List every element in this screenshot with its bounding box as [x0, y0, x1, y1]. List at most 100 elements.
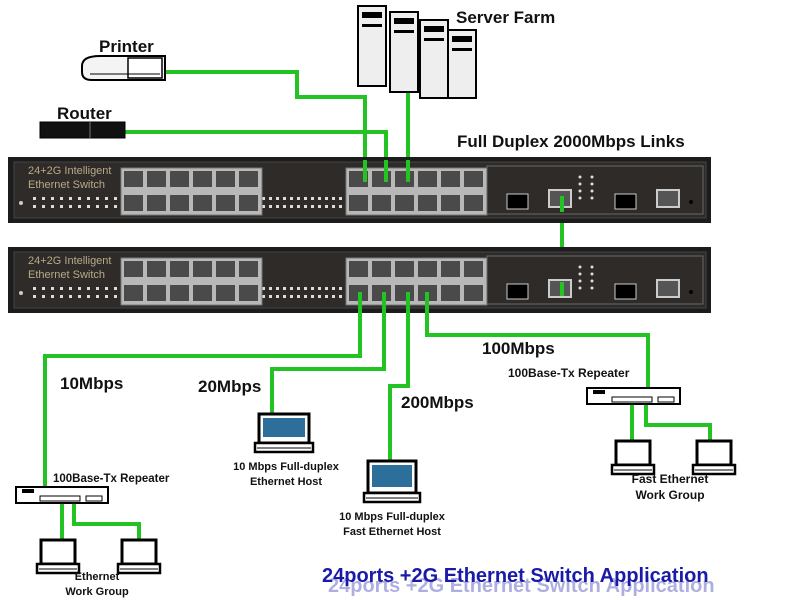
giga-port-area [486, 255, 704, 305]
ethernet-port[interactable] [395, 285, 414, 301]
ethernet-port[interactable] [170, 261, 189, 277]
ethernet-port[interactable] [239, 261, 258, 277]
speed-20mbps-label: 20Mbps [198, 377, 261, 396]
ethernet-port[interactable] [193, 195, 212, 211]
reset-button[interactable] [689, 200, 693, 204]
ethernet-port[interactable] [349, 195, 368, 211]
ethernet-port[interactable] [216, 171, 235, 187]
host1-label-line1: 10 Mbps Full-duplex [233, 461, 340, 473]
gigabit-port[interactable] [656, 189, 680, 208]
power-led [19, 291, 23, 295]
ethernet-port[interactable] [372, 171, 391, 187]
ethernet-port[interactable] [124, 195, 143, 211]
link-wg-left-2 [72, 502, 141, 540]
switch-model-line2: Ethernet Switch [28, 179, 105, 191]
wg-left-label-line2: Work Group [65, 586, 129, 598]
ethernet-port[interactable] [124, 285, 143, 301]
ethernet-port[interactable] [418, 171, 437, 187]
ethernet-port[interactable] [193, 261, 212, 277]
switch-model-line1: 24+2G Intelligent [28, 255, 111, 267]
repeater-right-label: 100Base-Tx Repeater [508, 366, 630, 380]
ethernet-port[interactable] [395, 171, 414, 187]
ethernet-port[interactable] [239, 195, 258, 211]
link-10mbps [43, 292, 362, 490]
switch-model-line1: 24+2G Intelligent [28, 165, 111, 177]
wg-right-label-line1: Fast Ethernet [632, 472, 709, 486]
port-plugs [358, 160, 429, 314]
printer-label: Printer [99, 37, 154, 56]
ethernet-port[interactable] [372, 285, 391, 301]
port-block-2 [345, 167, 488, 216]
link-200mbps [388, 292, 410, 462]
ethernet-port[interactable] [372, 195, 391, 211]
ethernet-port[interactable] [147, 171, 166, 187]
ethernet-port[interactable] [170, 171, 189, 187]
host1-label-line2: Ethernet Host [250, 476, 322, 488]
ethernet-port[interactable] [170, 285, 189, 301]
repeater-left-label: 100Base-Tx Repeater [53, 473, 170, 485]
ethernet-port[interactable] [464, 261, 483, 277]
wg-left-label-line1: Ethernet [75, 571, 120, 583]
wg-left-computer-icon-2 [116, 538, 162, 575]
repeater-right-icon [586, 387, 681, 405]
ethernet-port[interactable] [349, 261, 368, 277]
ethernet-port[interactable] [441, 195, 460, 211]
ethernet-port[interactable] [441, 261, 460, 277]
full-duplex-label: Full Duplex 2000Mbps Links [457, 132, 685, 151]
host1-computer-icon [253, 412, 315, 454]
printer-icon [81, 55, 166, 81]
ethernet-port[interactable] [216, 261, 235, 277]
speed-10mbps-label: 10Mbps [60, 374, 123, 393]
ethernet-port[interactable] [441, 285, 460, 301]
sfp-port[interactable] [614, 193, 637, 210]
ethernet-port[interactable] [395, 261, 414, 277]
diagram-title: 24ports +2G Ethernet Switch Application [322, 565, 709, 587]
host2-computer-icon [362, 459, 422, 504]
ethernet-port[interactable] [372, 261, 391, 277]
link-printer [165, 70, 367, 182]
ethernet-port[interactable] [216, 285, 235, 301]
host2-label-line2: Fast Ethernet Host [343, 526, 441, 538]
port-block-2 [345, 257, 488, 306]
sfp-port[interactable] [506, 193, 529, 210]
ethernet-port[interactable] [193, 285, 212, 301]
ethernet-port[interactable] [216, 195, 235, 211]
gigabit-port[interactable] [656, 279, 680, 298]
port-block-1 [120, 167, 263, 216]
ethernet-port[interactable] [147, 261, 166, 277]
ethernet-port[interactable] [441, 171, 460, 187]
sfp-port[interactable] [506, 283, 529, 300]
ethernet-port[interactable] [418, 261, 437, 277]
ethernet-port[interactable] [193, 171, 212, 187]
links [43, 70, 712, 540]
ethernet-port[interactable] [464, 285, 483, 301]
ethernet-port[interactable] [170, 195, 189, 211]
host2-label-line1: 10 Mbps Full-duplex [339, 511, 446, 523]
server-farm-icon [357, 5, 477, 99]
wg-left-computer-icon-1 [35, 538, 81, 575]
switch-model-line2: Ethernet Switch [28, 269, 105, 281]
ethernet-port[interactable] [464, 195, 483, 211]
led-indicators [33, 287, 342, 298]
ethernet-port[interactable] [124, 261, 143, 277]
speed-100mbps-label: 100Mbps [482, 339, 555, 358]
link-wg-right-2 [644, 402, 712, 442]
ethernet-port[interactable] [239, 171, 258, 187]
server-farm-label: Server Farm [456, 8, 555, 27]
port-block-1 [120, 257, 263, 306]
ethernet-port[interactable] [395, 195, 414, 211]
sfp-port[interactable] [614, 283, 637, 300]
speed-200mbps-label: 200Mbps [401, 393, 474, 412]
wg-right-computer-icon-2 [691, 439, 737, 476]
ethernet-port[interactable] [418, 195, 437, 211]
ethernet-port[interactable] [124, 171, 143, 187]
ethernet-port[interactable] [147, 285, 166, 301]
ethernet-port[interactable] [147, 195, 166, 211]
router-icon [39, 121, 126, 139]
ethernet-port[interactable] [464, 171, 483, 187]
reset-button[interactable] [689, 290, 693, 294]
ethernet-port[interactable] [239, 285, 258, 301]
power-led [19, 201, 23, 205]
repeater-left-icon [15, 486, 109, 504]
